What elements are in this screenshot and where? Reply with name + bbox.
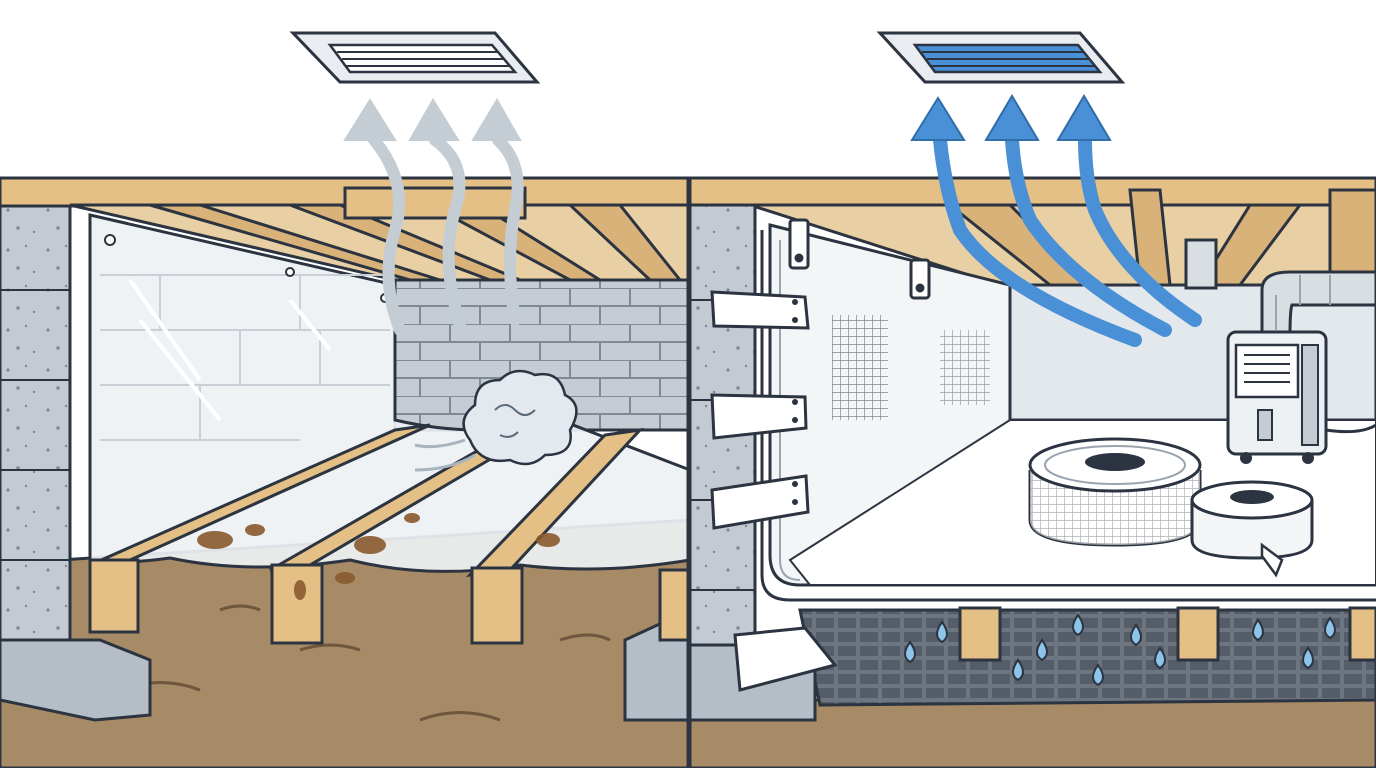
left-panel-unsealed	[0, 31, 692, 768]
floor-joists-moldy	[88, 423, 692, 645]
liner-clips	[788, 218, 931, 300]
ceiling-joists	[149, 203, 684, 282]
wall-fastening-strips	[710, 290, 838, 692]
right-ceiling-joists	[945, 188, 1376, 287]
grey-airflow-arrows	[343, 98, 524, 336]
mold-stains	[197, 513, 560, 600]
duct-pipe	[1184, 238, 1376, 337]
ceiling-vent-right	[876, 31, 1126, 84]
water-droplets	[904, 613, 1336, 687]
ceiling-vent-left	[289, 31, 541, 84]
left-footing	[0, 638, 152, 722]
seam-tape-roll-small	[1190, 480, 1314, 578]
right-panel-encapsulated	[688, 31, 1376, 768]
drainage-mat	[798, 608, 1376, 707]
dust-cloud	[414, 369, 578, 472]
dehumidifier	[1226, 330, 1376, 464]
seam-tape-roll-large	[1028, 437, 1202, 547]
left-block-wall	[0, 203, 72, 642]
support-blocks	[958, 606, 1376, 662]
mesh-patch	[832, 315, 888, 420]
mesh-patch	[940, 330, 990, 405]
right-rim-board	[688, 176, 1376, 208]
blue-airflow-arrows	[910, 94, 1202, 347]
